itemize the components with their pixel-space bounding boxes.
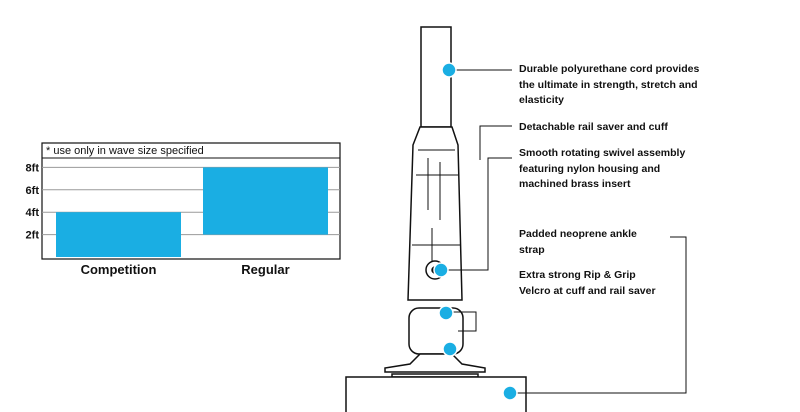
category-labels: Competition Regular — [81, 262, 290, 277]
y-tick-label: 4ft — [26, 207, 40, 219]
callout-lines — [445, 69, 687, 394]
callout-dot-swivel — [433, 262, 449, 278]
feature-cord-text: Durable polyurethane cord provides the u… — [519, 62, 699, 109]
callout-line-strap — [512, 236, 687, 394]
feature-text-line: Padded neoprene ankle — [519, 228, 637, 240]
chart-note: * use only in wave size specified — [46, 145, 204, 157]
feature-text-line: strap — [519, 243, 545, 256]
feature-velcro-text: Extra strong Rip & Grip Velcro at cuff a… — [519, 268, 656, 299]
feature-text-line: Extra strong Rip & Grip — [519, 269, 636, 281]
category-label: Regular — [241, 262, 289, 277]
callout-dot-cord — [441, 62, 457, 78]
feature-rail-saver-text: Detachable rail saver and cuff — [519, 120, 668, 136]
y-tick-label: 2ft — [26, 230, 40, 242]
callout-line-cuff — [479, 125, 512, 160]
feature-text-line: Smooth rotating swivel assembly — [519, 147, 686, 159]
feature-text-line: Durable polyurethane cord provides — [519, 63, 700, 75]
callout-dot-velcro-top — [438, 305, 454, 321]
feature-text-line: Velcro at cuff and rail saver — [519, 284, 656, 297]
feature-text-line: the ultimate in strength, stretch and — [519, 78, 698, 91]
chart-frame — [41, 142, 341, 260]
callout-line-swivel — [445, 157, 512, 271]
callout-line-velcro — [446, 311, 477, 332]
bar-competition — [56, 212, 181, 257]
callout-dot-strap — [502, 385, 518, 401]
feature-text-line: Detachable rail saver and cuff — [519, 121, 668, 133]
cuff-slots — [427, 158, 441, 262]
wave-size-chart: * use only in wave size specified 8ft 6ft… — [26, 142, 341, 277]
feature-ankle-strap-text: Padded neoprene ankle strap — [519, 227, 637, 258]
rail-saver-cuff — [407, 126, 463, 301]
feature-text-line: elasticity — [519, 94, 564, 106]
category-label: Competition — [81, 262, 157, 277]
cuff-ridges — [412, 149, 460, 246]
bar-regular — [203, 167, 328, 235]
leash-illustration — [345, 26, 527, 412]
y-tick-label: 8ft — [26, 162, 40, 174]
cuff-base — [384, 353, 486, 373]
feature-text-line: featuring nylon housing and — [519, 162, 661, 175]
feature-swivel-text: Smooth rotating swivel assembly featurin… — [519, 146, 685, 193]
y-tick-label: 6ft — [26, 185, 40, 197]
callout-dot-velcro-bottom — [442, 341, 458, 357]
chart-bars — [56, 167, 328, 257]
callout-dots — [433, 62, 518, 401]
feature-text-line: machined brass insert — [519, 178, 631, 190]
y-tick-labels: 8ft 6ft 4ft 2ft — [26, 162, 40, 241]
board-block — [345, 376, 527, 412]
